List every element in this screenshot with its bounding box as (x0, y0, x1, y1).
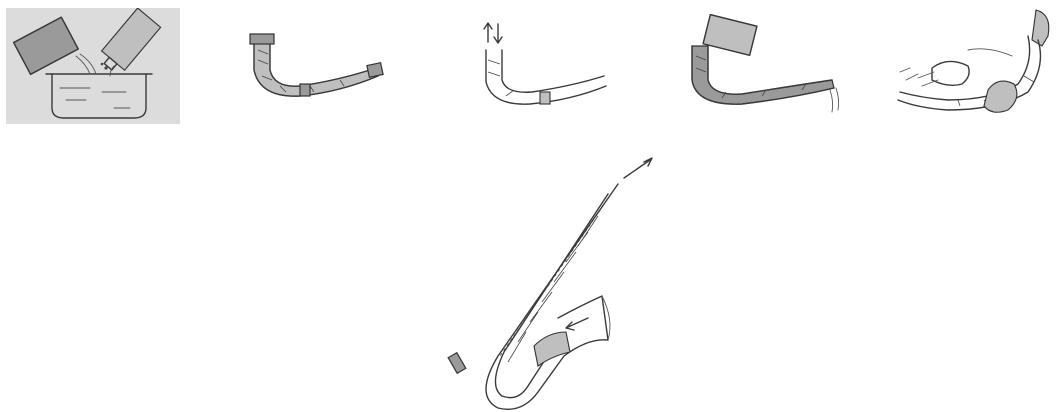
wash-basin-drawing (6, 8, 180, 124)
hose-drawing-5 (888, 6, 1056, 124)
hose-drawing-4 (682, 10, 842, 114)
hose-drawing-6 (438, 156, 658, 412)
rinse-hose-icon (682, 10, 842, 114)
wash-basin-detergent-icon (6, 8, 180, 124)
immersed-hose-icon (240, 30, 390, 104)
flow-arrows-hose-icon (476, 20, 612, 112)
hand-squeeze-hose-icon (888, 6, 1056, 124)
hose-cross-section-brush-icon (438, 156, 658, 412)
hose-drawing-2 (240, 30, 390, 104)
hose-drawing-3 (476, 20, 612, 112)
